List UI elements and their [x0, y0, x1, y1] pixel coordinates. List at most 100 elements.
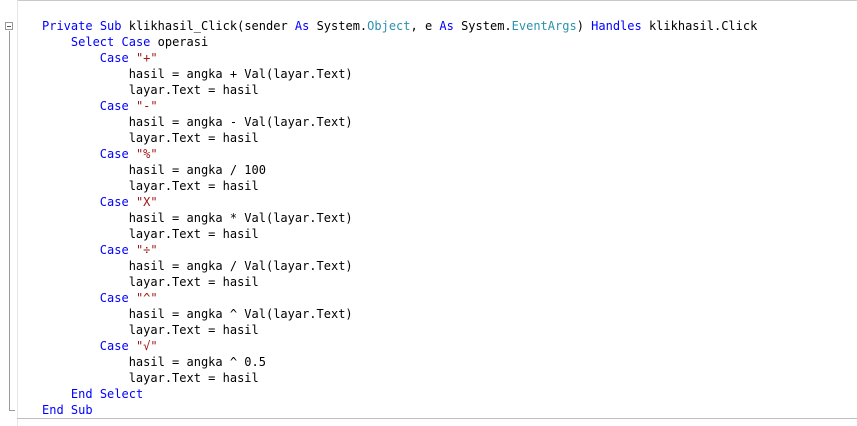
- code-token: hasil = angka * Val(layar.Text): [42, 211, 353, 225]
- string-token: "X": [135, 195, 158, 209]
- code-token: System.: [453, 19, 512, 33]
- string-token: "^": [135, 291, 158, 305]
- editor-top-border: [0, 0, 857, 1]
- code-line[interactable]: layar.Text = hasil: [42, 178, 757, 194]
- code-token: hasil = angka + Val(layar.Text): [42, 67, 353, 81]
- code-token: [93, 19, 100, 33]
- code-line[interactable]: Case "√": [42, 338, 757, 354]
- code-token: [42, 339, 100, 353]
- keyword-token: Sub: [70, 403, 93, 417]
- code-token: [129, 51, 136, 65]
- editor-margin-divider: [17, 0, 18, 426]
- code-token: layar.Text = hasil: [42, 131, 259, 145]
- outline-fold-end: [9, 410, 15, 411]
- code-token: [129, 243, 136, 257]
- code-line[interactable]: layar.Text = hasil: [42, 82, 757, 98]
- code-token: [129, 291, 136, 305]
- keyword-token: Case: [99, 291, 129, 305]
- code-token: [42, 147, 100, 161]
- code-line[interactable]: Select Case operasi: [42, 34, 757, 50]
- code-token: [129, 147, 136, 161]
- code-line[interactable]: hasil = angka / 100: [42, 162, 757, 178]
- string-token: "√": [135, 339, 158, 353]
- code-token: [129, 99, 136, 113]
- type-token: EventArgs: [511, 19, 577, 33]
- code-line[interactable]: hasil = angka * Val(layar.Text): [42, 210, 757, 226]
- code-token: , e: [410, 19, 440, 33]
- code-line[interactable]: Case "+": [42, 50, 757, 66]
- code-line[interactable]: layar.Text = hasil: [42, 226, 757, 242]
- code-line[interactable]: End Sub: [42, 402, 757, 418]
- code-token: layar.Text = hasil: [42, 275, 259, 289]
- code-token: [42, 243, 100, 257]
- keyword-token: Private: [42, 19, 93, 33]
- keyword-token: Case: [99, 339, 129, 353]
- outline-fold-line: [9, 31, 10, 410]
- code-token: hasil = angka ^ 0.5: [42, 355, 266, 369]
- code-token: [64, 403, 71, 417]
- code-token: [42, 51, 100, 65]
- code-token: [42, 291, 100, 305]
- code-token: [114, 35, 121, 49]
- keyword-token: Case: [99, 243, 129, 257]
- keyword-token: Select: [70, 35, 115, 49]
- minus-box-icon[interactable]: [5, 22, 13, 30]
- string-token: "-": [135, 99, 158, 113]
- code-token: klikhasil_Click(sender: [121, 19, 295, 33]
- code-line[interactable]: Case "X": [42, 194, 757, 210]
- code-line[interactable]: Case "^": [42, 290, 757, 306]
- keyword-token: Case: [99, 195, 129, 209]
- code-token: [42, 35, 71, 49]
- code-token: [42, 387, 71, 401]
- code-token: [129, 339, 136, 353]
- code-token: hasil = angka - Val(layar.Text): [42, 115, 353, 129]
- keyword-token: Case: [121, 35, 151, 49]
- editor-gutter: [0, 0, 18, 426]
- keyword-token: Case: [99, 147, 129, 161]
- code-line[interactable]: layar.Text = hasil: [42, 322, 757, 338]
- keyword-token: End: [70, 387, 93, 401]
- code-line[interactable]: hasil = angka + Val(layar.Text): [42, 66, 757, 82]
- code-line[interactable]: layar.Text = hasil: [42, 130, 757, 146]
- code-token: layar.Text = hasil: [42, 323, 259, 337]
- type-token: Object: [367, 19, 411, 33]
- code-token: [129, 195, 136, 209]
- code-line[interactable]: Private Sub klikhasil_Click(sender As Sy…: [42, 18, 757, 34]
- code-line[interactable]: layar.Text = hasil: [42, 274, 757, 290]
- code-line[interactable]: Case "÷": [42, 242, 757, 258]
- code-token: operasi: [150, 35, 209, 49]
- method-separator-line: [17, 418, 857, 419]
- keyword-token: End: [42, 403, 64, 417]
- keyword-token: Case: [99, 99, 129, 113]
- code-token: hasil = angka / Val(layar.Text): [42, 259, 353, 273]
- code-token: [42, 99, 100, 113]
- keyword-token: As: [294, 19, 310, 33]
- code-token: hasil = angka ^ Val(layar.Text): [42, 307, 353, 321]
- string-token: "÷": [135, 243, 158, 257]
- keyword-token: Sub: [99, 19, 122, 33]
- code-line[interactable]: hasil = angka ^ Val(layar.Text): [42, 306, 757, 322]
- keyword-token: Select: [99, 387, 144, 401]
- keyword-token: Case: [99, 51, 129, 65]
- code-line[interactable]: layar.Text = hasil: [42, 370, 757, 386]
- code-token: hasil = angka / 100: [42, 163, 266, 177]
- code-token: layar.Text = hasil: [42, 371, 259, 385]
- code-token: [42, 195, 100, 209]
- code-token: System.: [309, 19, 368, 33]
- code-token: klikhasil.Click: [641, 19, 758, 33]
- code-line[interactable]: Case "-": [42, 98, 757, 114]
- code-line[interactable]: Case "%": [42, 146, 757, 162]
- keyword-token: As: [439, 19, 454, 33]
- code-token: layar.Text = hasil: [42, 227, 259, 241]
- string-token: "%": [135, 147, 158, 161]
- code-token: layar.Text = hasil: [42, 83, 259, 97]
- keyword-token: Handles: [591, 19, 642, 33]
- code-token: [93, 387, 100, 401]
- code-line[interactable]: hasil = angka - Val(layar.Text): [42, 114, 757, 130]
- code-line[interactable]: hasil = angka ^ 0.5: [42, 354, 757, 370]
- code-text-area[interactable]: Private Sub klikhasil_Click(sender As Sy…: [42, 18, 757, 418]
- code-line[interactable]: End Select: [42, 386, 757, 402]
- string-token: "+": [135, 51, 158, 65]
- code-line[interactable]: hasil = angka / Val(layar.Text): [42, 258, 757, 274]
